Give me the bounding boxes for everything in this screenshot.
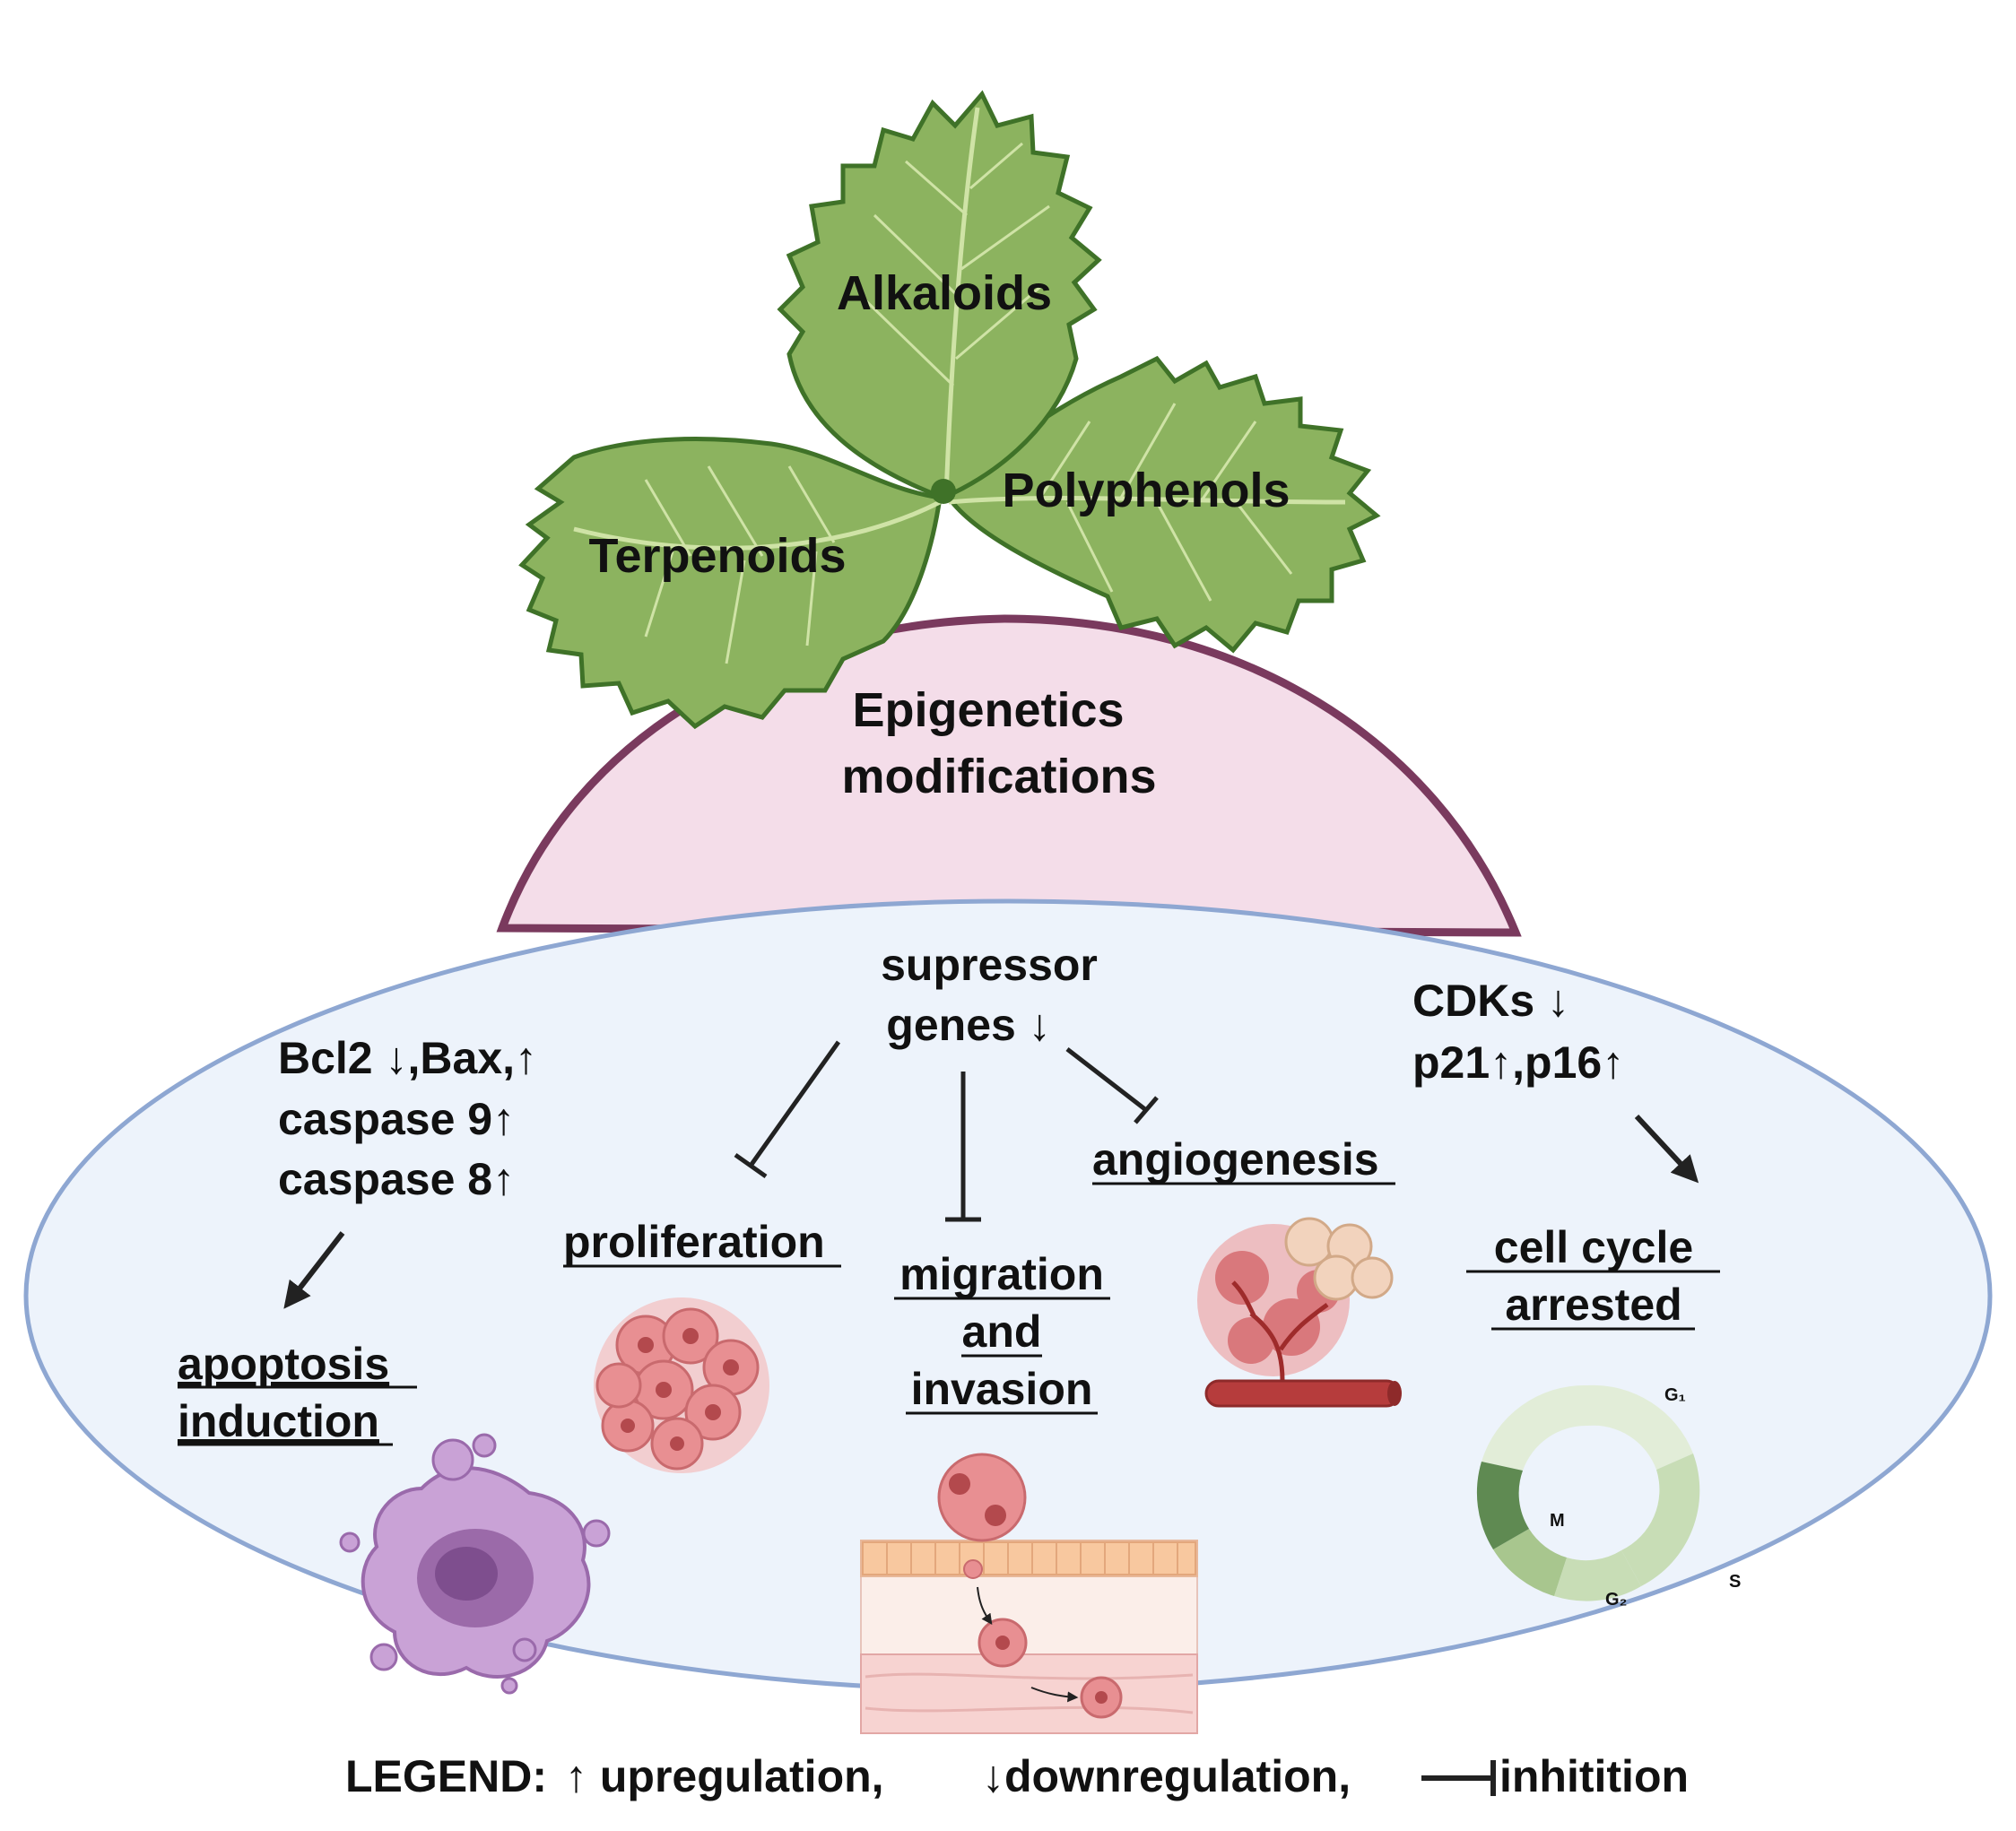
apoptosis-arrow: [283, 1231, 345, 1309]
cell-cycle-ring: G₁ S G₂ M: [1476, 1384, 1741, 1610]
cycle-segment-g1: [1587, 1384, 1693, 1470]
cell-cycle-outcome-1: cell cycle: [1494, 1222, 1693, 1272]
apoptosis-marker-2: caspase 9↑: [278, 1094, 515, 1144]
legend-label: LEGEND:: [345, 1751, 547, 1801]
cycle-label-s: S: [1729, 1572, 1741, 1592]
apoptotic-cell-illustration: [339, 1433, 611, 1695]
cell-cycle-marker-1: CDKs ↓: [1412, 976, 1569, 1026]
legend-up: ↑ upregulation,: [565, 1751, 884, 1801]
label-terpenoids: Terpenoids: [588, 529, 846, 583]
nucleus-label-line1: Epigenetics: [852, 683, 1124, 737]
tumor-cluster-illustration: [594, 1297, 769, 1473]
cycle-segment-g2: [1493, 1529, 1567, 1596]
migration-label-3: invasion: [911, 1364, 1093, 1414]
cycle-segment-m: [1476, 1462, 1529, 1549]
cycle-label-g1: G₁: [1664, 1385, 1686, 1405]
leaf-terpenoids: [518, 437, 943, 730]
apoptosis-outcome-1: apoptosis: [178, 1339, 389, 1389]
inhibition-to-angiogenesis: [1065, 1047, 1159, 1124]
cycle-segment-s: [1621, 1454, 1700, 1586]
cell-cycle-marker-2: p21↑,p16↑: [1412, 1037, 1624, 1088]
migration-label-2: and: [962, 1306, 1042, 1357]
legend: LEGEND: ↑ upregulation, ↓downregulation,…: [345, 1751, 1689, 1801]
inhibition-to-migration: [945, 1072, 981, 1222]
angiogenesis-label: angiogenesis: [1092, 1134, 1379, 1185]
suppressor-line1: supressor: [881, 940, 1098, 990]
label-alkaloids: Alkaloids: [837, 266, 1052, 320]
cycle-segment-g1b: [1482, 1384, 1587, 1471]
leaf-stem: [931, 479, 956, 504]
apoptosis-marker-1: Bcl2 ↓,Bax,↑: [278, 1033, 537, 1083]
cell-cycle-outcome-2: arrested: [1505, 1280, 1681, 1330]
migration-label-1: migration: [899, 1249, 1104, 1299]
suppressor-line2: genes ↓: [886, 1000, 1050, 1050]
cell-cycle-arrow: [1634, 1114, 1699, 1184]
cycle-label-g2: G₂: [1605, 1590, 1627, 1610]
inhibition-to-proliferation: [734, 1040, 841, 1179]
leaf-alkaloids: [777, 90, 1102, 500]
proliferation-label: proliferation: [563, 1217, 825, 1267]
tumor-vessel-illustration: [1197, 1217, 1402, 1408]
legend-inhibition: inhitition: [1499, 1751, 1689, 1801]
leaf-group: [518, 90, 1381, 730]
cycle-segment-s2: [1554, 1550, 1641, 1601]
apoptosis-outcome-2: induction: [178, 1396, 379, 1446]
legend-down: ↓downregulation,: [982, 1751, 1351, 1801]
cycle-label-m: M: [1550, 1511, 1565, 1531]
nucleus-label-line2: modifications: [841, 750, 1156, 803]
label-polyphenols: Polyphenols: [1002, 464, 1290, 517]
invasion-tissue-illustration: [860, 1453, 1198, 1734]
apoptosis-marker-3: caspase 8↑: [278, 1154, 515, 1204]
